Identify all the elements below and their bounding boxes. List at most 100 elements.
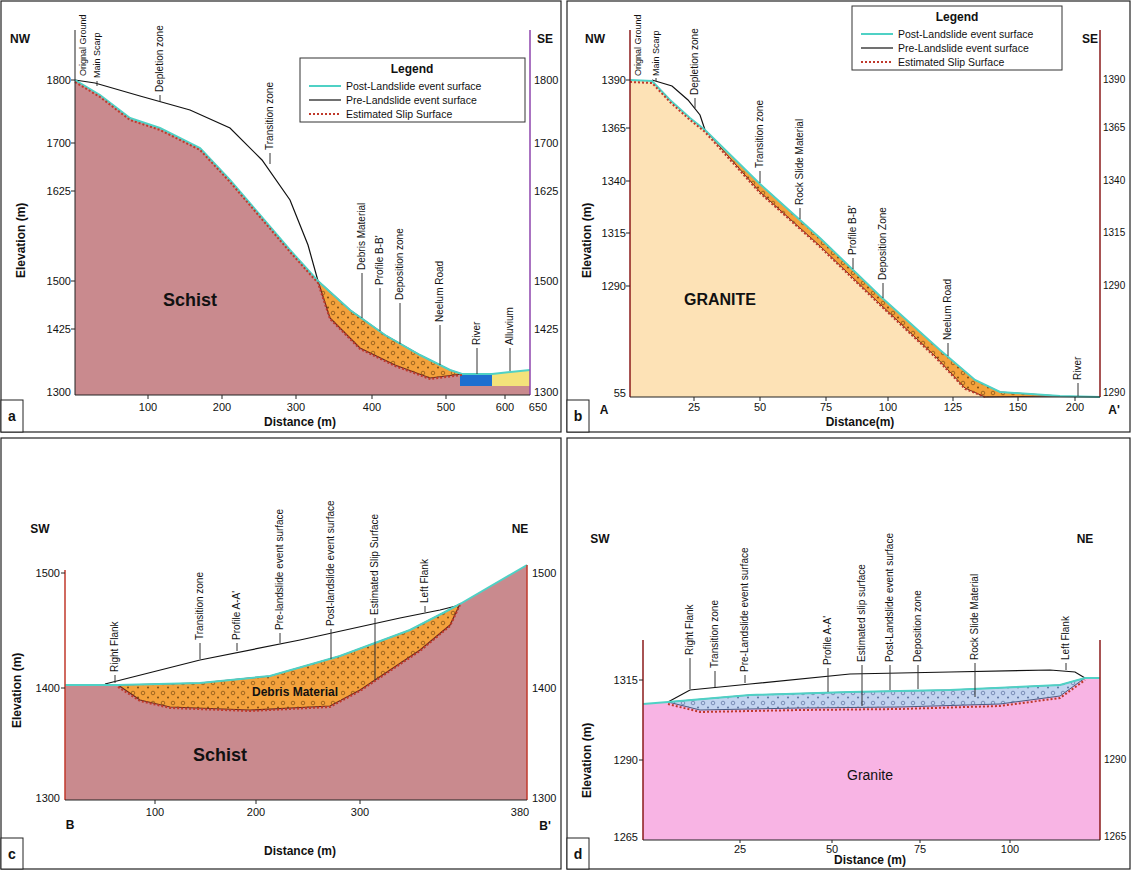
zone-label: Main Scarp — [651, 30, 661, 76]
tick: 600 — [496, 401, 514, 414]
tick: 1500 — [534, 275, 558, 288]
legend-text: Post-Landslide event surface — [346, 80, 481, 92]
zone-label: Pre-Landslide event surface — [739, 547, 751, 672]
legend-swatch — [308, 96, 342, 104]
tick: 200 — [213, 401, 231, 414]
section-end: B — [66, 819, 75, 833]
zone-label: Depletion zone — [154, 25, 166, 92]
compass: SE — [537, 33, 553, 47]
legend-swatch — [308, 110, 342, 118]
panel-a-section — [1, 30, 530, 432]
material-label: Debris Material — [249, 686, 341, 700]
panel-letter: a — [8, 408, 16, 424]
tick: 75 — [820, 401, 832, 414]
tick: 1700 — [47, 137, 71, 150]
zone-label: Profile A-A' — [231, 591, 243, 640]
tick: 1290 — [614, 754, 638, 767]
tick: 1700 — [534, 137, 558, 150]
tick: 1400 — [532, 682, 556, 695]
tick: 1800 — [47, 74, 71, 87]
tick: 100 — [879, 401, 897, 414]
tick: 380 — [511, 806, 529, 819]
zone-label: Transition zone — [194, 572, 206, 640]
tick: 1500 — [36, 567, 60, 580]
zone-label: Profile A-A' — [822, 616, 834, 665]
zone-label: Depletion zone — [689, 28, 701, 95]
tick: 1390 — [602, 74, 626, 87]
zone-label: River — [471, 322, 483, 345]
zone-label: Right Flank — [684, 604, 696, 655]
tick: 75 — [914, 843, 926, 856]
rock-label: Granite — [847, 767, 893, 783]
legend-title: Legend — [936, 11, 979, 25]
tick: 1290 — [1103, 387, 1125, 399]
tick: 1290 — [602, 280, 626, 293]
zone-label: Orignal Ground — [78, 14, 88, 76]
tick: 650 — [529, 401, 547, 414]
tick: 1500 — [47, 275, 71, 288]
axis-title: Distance (m) — [264, 845, 336, 859]
tick: 1340 — [1103, 175, 1125, 187]
compass: SW — [590, 533, 609, 547]
panel-c-section — [1, 565, 527, 869]
tick: 125 — [944, 401, 962, 414]
zone-label: Neelum Road — [434, 261, 446, 322]
zone-label: Deposition zone — [912, 590, 924, 662]
tick: 25 — [734, 843, 746, 856]
tick: 25 — [688, 401, 700, 414]
legend-text: Pre-Landslide event surface — [346, 94, 477, 106]
zone-label: Right Flank — [109, 621, 121, 672]
tick: 1400 — [36, 682, 60, 695]
legend-text: Post-Landslide event surface — [898, 28, 1033, 40]
tick: 1800 — [534, 74, 558, 87]
axis-title: Elevation (m) — [581, 722, 595, 797]
legend-swatch — [860, 44, 894, 52]
legend-text: Pre-Landslide event surface — [898, 42, 1029, 54]
tick: 1425 — [534, 323, 558, 336]
section-end: A' — [1108, 404, 1120, 418]
legend-text: Estimated Slip Surface — [346, 108, 452, 120]
zone-label: Left Flank — [1060, 616, 1072, 660]
section-end: B' — [539, 820, 551, 834]
panel-d-section — [567, 640, 1100, 869]
rock-label: Schist — [163, 290, 217, 311]
legend-swatch — [860, 58, 894, 66]
zone-label: Left Flank — [419, 559, 431, 603]
tick: 200 — [1066, 401, 1084, 414]
tick: 1365 — [1103, 122, 1125, 134]
tick: 1625 — [534, 185, 558, 198]
compass: NW — [10, 33, 30, 47]
zone-label: Rock Slide Material — [969, 574, 981, 660]
tick: 1425 — [47, 323, 71, 336]
tick: 500 — [437, 401, 455, 414]
tick: 300 — [287, 401, 305, 414]
axis-title: Elevation (m) — [15, 202, 29, 277]
tick: 1500 — [532, 567, 556, 580]
compass: NE — [512, 523, 529, 537]
tick: 200 — [247, 806, 265, 819]
zone-label: Post-Landslide event surface — [884, 533, 896, 662]
zone-label: Alluvium — [504, 307, 516, 345]
tick: 100 — [139, 401, 157, 414]
tick: 1625 — [47, 185, 71, 198]
panel-letter: b — [574, 408, 583, 424]
tick: 1265 — [1104, 831, 1126, 843]
panel-letter: c — [8, 846, 16, 862]
tick: 1365 — [602, 122, 626, 135]
tick: 300 — [351, 806, 369, 819]
zone-label: Deposition Zone — [877, 207, 889, 280]
panel-letter: d — [574, 846, 583, 862]
zone-label: Transition zone — [709, 600, 721, 668]
zone-label: Profile B-B' — [847, 205, 859, 255]
tick: 400 — [363, 401, 381, 414]
tick: 1315 — [1103, 227, 1125, 239]
tick: 1265 — [614, 831, 638, 844]
tick: 150 — [1009, 401, 1027, 414]
zone-label: Post-landslide event surface — [325, 500, 337, 626]
legend-swatch — [860, 30, 894, 38]
zone-label: Pre-landslide event surface — [274, 509, 286, 630]
zone-label: Profile B-B' — [374, 235, 386, 285]
zone-label: Rock Slide Material — [794, 119, 806, 205]
panel-b-section — [567, 6, 1100, 432]
